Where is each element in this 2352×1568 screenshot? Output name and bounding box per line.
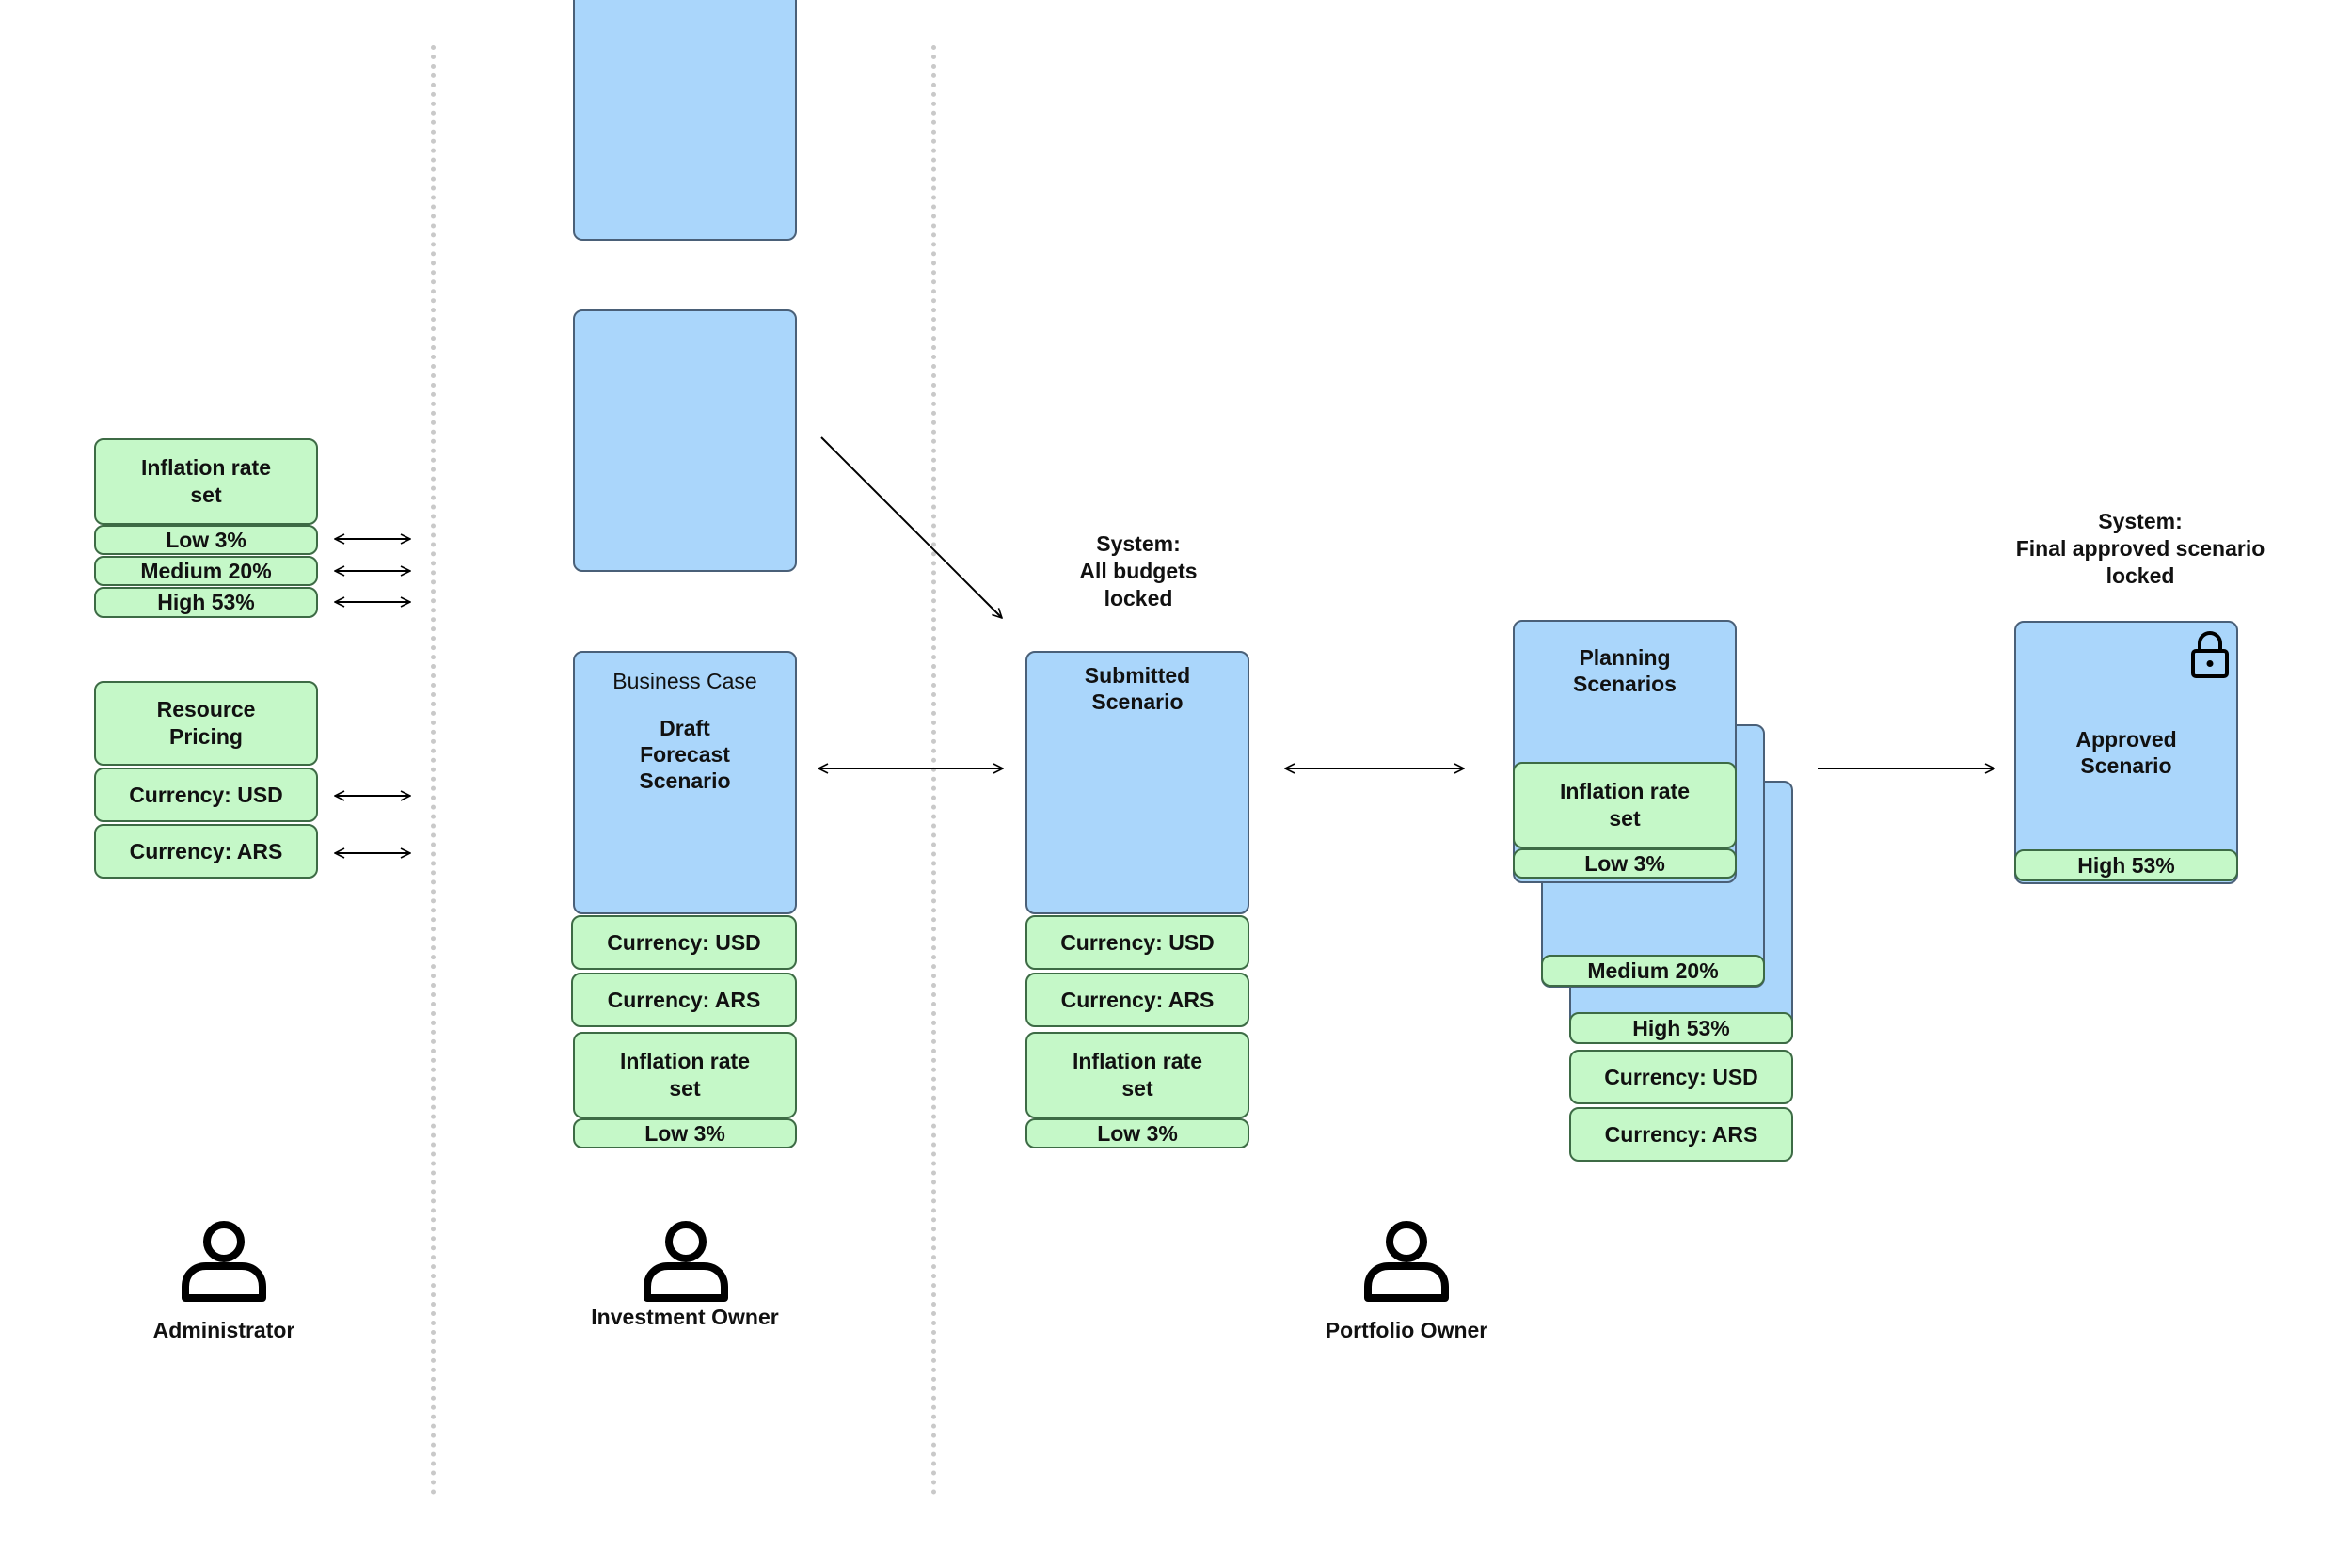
admin-currency-usd-label: Currency: USD <box>129 782 283 807</box>
investment-currency-usd: Currency: USD <box>571 915 797 970</box>
investment-owner-label: Investment Owner <box>591 1305 779 1329</box>
submitted-inflation-low-label: Low 3% <box>1097 1120 1178 1146</box>
investment-inflation-rate-label: Inflation rate set <box>619 1049 750 1101</box>
admin-resource-pricing: Resource Pricing <box>94 681 318 766</box>
investment-inflation-low: Low 3% <box>573 1118 797 1148</box>
planning-inflation-low-label: Low 3% <box>1584 850 1665 876</box>
planning-inflation-medium-label: Medium 20% <box>1587 958 1719 983</box>
submitted-inflation-rate-set: Inflation rate set <box>1025 1032 1249 1118</box>
admin-currency-ars-label: Currency: ARS <box>129 838 283 863</box>
draft-forecast-scenario-label: Draft Forecast Scenario <box>639 716 731 794</box>
approved-scenario-label: Approved Scenario <box>2075 727 2177 779</box>
approved-scenario-card: Approved Scenario <box>2014 621 2238 884</box>
admin-inflation-low-label: Low 3% <box>166 527 246 552</box>
investment-owner-person-icon <box>644 1217 728 1307</box>
submitted-inflation-rate-label: Inflation rate set <box>1072 1049 1202 1101</box>
investment-inflation-rate-set: Inflation rate set <box>573 1032 797 1118</box>
planning-inflation-high: High 53% <box>1569 1012 1793 1044</box>
planning-inflation-low: Low 3% <box>1513 848 1737 879</box>
lock-icon <box>2189 630 2231 684</box>
submitted-scenario-label: Submitted Scenario <box>1084 663 1191 715</box>
planning-inflation-high-label: High 53% <box>1632 1015 1730 1040</box>
planning-currency-usd-label: Currency: USD <box>1604 1064 1758 1089</box>
investment-currency-ars: Currency: ARS <box>571 973 797 1027</box>
submitted-currency-ars-label: Currency: ARS <box>1060 987 1215 1012</box>
submitted-currency-usd: Currency: USD <box>1025 915 1249 970</box>
submitted-currency-usd-label: Currency: USD <box>1060 929 1215 955</box>
planning-inflation-rate-set: Inflation rate set <box>1513 762 1737 848</box>
planning-scenarios-label: Planning Scenarios <box>1573 645 1677 697</box>
system-note-final-locked: System: Final approved scenario locked <box>2015 509 2265 588</box>
submitted-inflation-low: Low 3% <box>1025 1118 1249 1148</box>
investment-scenario-card-middle <box>573 309 797 572</box>
portfolio-owner-person-icon <box>1364 1217 1449 1307</box>
admin-inflation-rate-label: Inflation rate set <box>140 455 271 507</box>
portfolio-owner-label: Portfolio Owner <box>1325 1318 1488 1342</box>
system-note-budgets-locked: System: All budgets locked <box>1079 531 1198 610</box>
approved-inflation-high-label: High 53% <box>2077 852 2175 878</box>
admin-inflation-low: Low 3% <box>94 525 318 555</box>
investment-inflation-low-label: Low 3% <box>644 1120 725 1146</box>
diagonal-to-submitted-arrow <box>820 436 1002 618</box>
planning-currency-ars-label: Currency: ARS <box>1604 1121 1758 1147</box>
submitted-currency-ars: Currency: ARS <box>1025 973 1249 1027</box>
planning-currency-usd: Currency: USD <box>1569 1050 1793 1104</box>
planning-inflation-rate-label: Inflation rate set <box>1559 779 1690 831</box>
admin-inflation-medium-label: Medium 20% <box>140 558 272 583</box>
admin-currency-ars: Currency: ARS <box>94 824 318 879</box>
submitted-scenario-card: Submitted Scenario <box>1025 651 1249 914</box>
administrator-label: Administrator <box>152 1318 295 1342</box>
planning-currency-ars: Currency: ARS <box>1569 1107 1793 1162</box>
admin-inflation-medium: Medium 20% <box>94 556 318 586</box>
administrator-person-icon <box>182 1217 266 1307</box>
planning-inflation-medium: Medium 20% <box>1541 955 1765 987</box>
admin-inflation-rate-set: Inflation rate set <box>94 438 318 525</box>
admin-currency-usd: Currency: USD <box>94 768 318 822</box>
business-case-label: Business Case <box>612 669 757 693</box>
approved-inflation-high: High 53% <box>2014 849 2238 881</box>
admin-inflation-high-label: High 53% <box>157 590 255 615</box>
draft-forecast-scenario-card: Business Case Draft Forecast Scenario <box>573 651 797 914</box>
investment-currency-usd-label: Currency: USD <box>607 929 761 955</box>
admin-inflation-high: High 53% <box>94 587 318 618</box>
column-divider-left <box>431 45 436 1496</box>
admin-resource-pricing-label: Resource Pricing <box>156 697 256 749</box>
investment-currency-ars-label: Currency: ARS <box>607 987 761 1012</box>
investment-scenario-card-top <box>573 0 797 241</box>
